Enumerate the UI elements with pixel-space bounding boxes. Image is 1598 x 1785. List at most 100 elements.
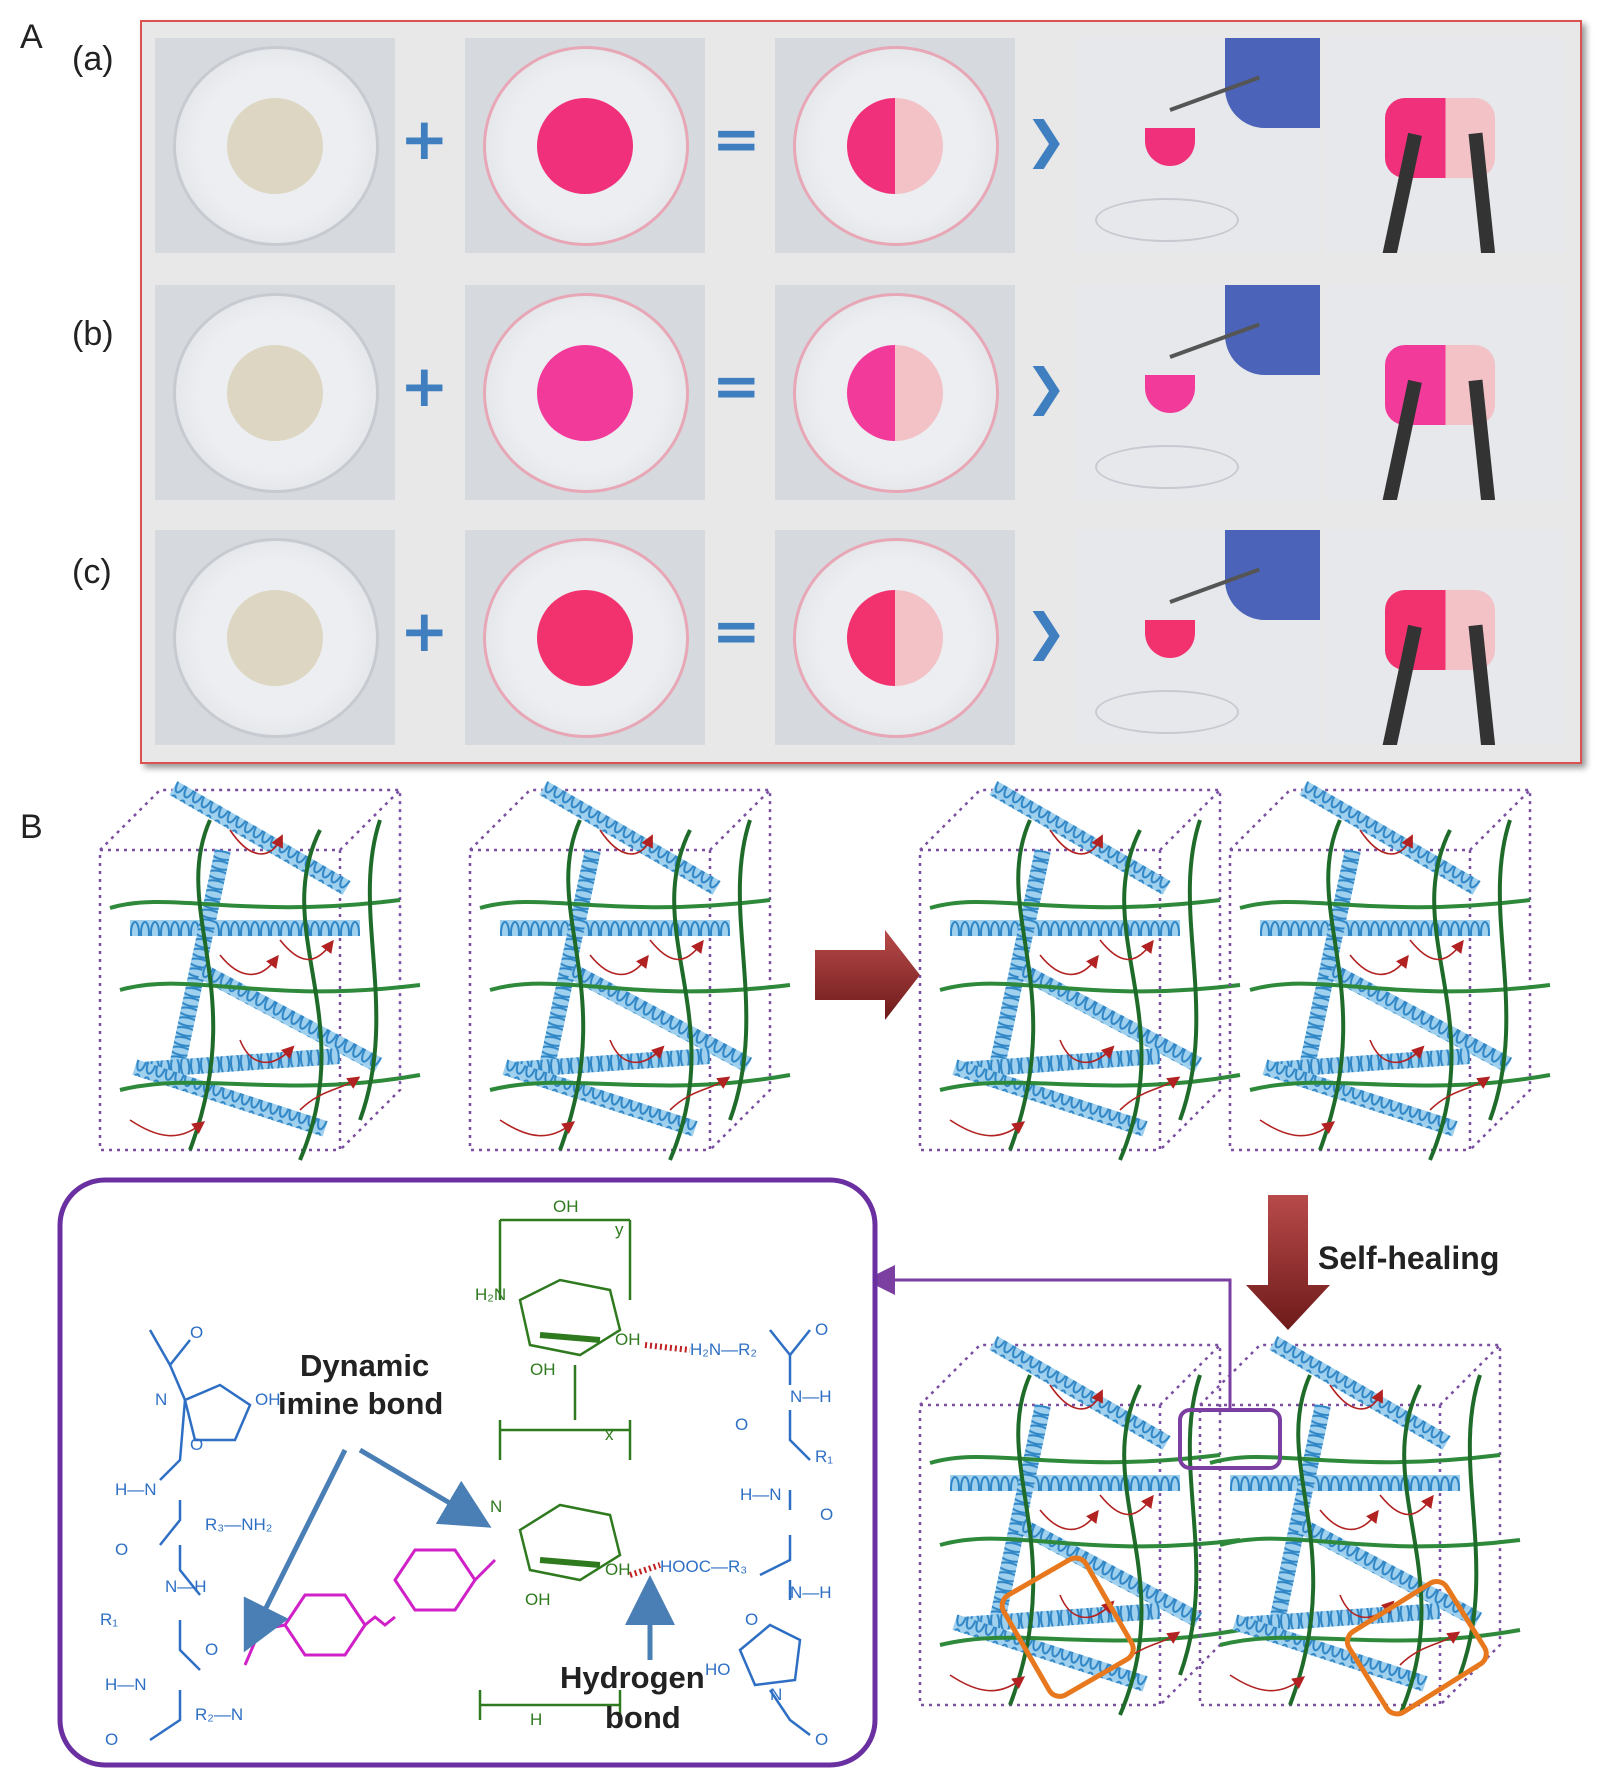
hydrogel-disc xyxy=(537,589,633,686)
network-block-5 xyxy=(920,1336,1240,1715)
label-ho-right: HO xyxy=(705,1660,731,1679)
label-o-left5: O xyxy=(105,1730,118,1749)
label-oh-top: OH xyxy=(553,1197,579,1216)
label-o-right4: O xyxy=(745,1610,758,1629)
label-oh-low: OH xyxy=(605,1560,631,1579)
chevron-operator-icon: ❯ xyxy=(1025,357,1067,416)
photo-row2-col4 xyxy=(1075,285,1320,500)
lifted-hydrogel xyxy=(1145,375,1195,413)
photo-row3-col1 xyxy=(155,530,395,745)
label-o-left4: O xyxy=(205,1640,218,1659)
photo-row3-col4 xyxy=(1075,530,1320,745)
plus-operator-icon: + xyxy=(400,104,449,173)
label-n-ring-right: N xyxy=(770,1685,782,1704)
imine-highlight-box-1 xyxy=(999,1555,1136,1699)
petri-dish xyxy=(483,46,689,246)
label-o-left3: O xyxy=(115,1540,128,1559)
label-hn-left2: H—N xyxy=(105,1675,147,1694)
hydrogel-disc xyxy=(537,97,633,194)
label-r1-left: R₁ xyxy=(100,1610,118,1629)
label-nh-left: N—H xyxy=(165,1577,207,1596)
network-diagram: OH y H₂N OH OH x N OH OH H H₂N—R₂ O N—H … xyxy=(57,770,1598,1768)
label-nh-right1: N—H xyxy=(790,1387,832,1406)
dynamic-imine-label-line1: Dynamic xyxy=(300,1348,430,1383)
imine-highlight-box-2 xyxy=(1344,1578,1489,1717)
hbond-mark-2 xyxy=(629,1562,661,1578)
label-o-right2: O xyxy=(735,1415,748,1434)
label-oh-sugar-bottom: OH xyxy=(525,1590,551,1609)
network-block-1 xyxy=(100,781,420,1160)
row-label-b: (b) xyxy=(72,315,114,353)
label-r3-nh2: R₃—NH₂ xyxy=(205,1515,272,1534)
hydrogel-disc xyxy=(227,589,323,686)
label-r1-right: R₁ xyxy=(815,1447,833,1466)
network-block-4 xyxy=(1230,781,1550,1160)
hydrogen-bond-label-line2: bond xyxy=(605,1700,681,1735)
label-oh-hbond: OH xyxy=(615,1330,641,1349)
photo-row1-col2 xyxy=(465,38,705,253)
lifted-hydrogel xyxy=(1145,128,1195,166)
photo-row3-col2 xyxy=(465,530,705,745)
label-h2n-sugar: H₂N xyxy=(475,1285,506,1304)
down-arrow-icon xyxy=(1246,1195,1330,1330)
hydrogel-disc xyxy=(847,97,943,194)
hydrogel-disc xyxy=(847,589,943,686)
empty-dish xyxy=(1095,690,1239,734)
network-block-2 xyxy=(470,781,790,1160)
lifted-hydrogel xyxy=(1145,620,1195,658)
imine-arrow-left xyxy=(243,1448,348,1653)
empty-dish xyxy=(1095,445,1239,489)
photo-row2-col1 xyxy=(155,285,395,500)
photo-row1-col1 xyxy=(155,38,395,253)
label-x: x xyxy=(605,1425,614,1444)
dynamic-imine-label-line2: imine bond xyxy=(278,1386,444,1421)
label-hn-left1: H—N xyxy=(115,1480,157,1499)
hydrogel-disc xyxy=(847,344,943,441)
photo-row3-col3 xyxy=(775,530,1015,745)
imine-arrow-right xyxy=(358,1447,492,1528)
photo-row1-col4 xyxy=(1075,38,1320,253)
right-arrow-icon xyxy=(815,930,920,1020)
plus-operator-icon: + xyxy=(400,351,449,420)
label-o-left-top: O xyxy=(190,1323,203,1342)
self-healing-label: Self-healing xyxy=(1318,1240,1500,1276)
photo-row1-col5 xyxy=(1325,38,1565,253)
peptide-right-structure xyxy=(738,1329,811,1736)
peptide-left-structure xyxy=(148,1329,252,1742)
plus-operator-icon: + xyxy=(400,596,449,665)
label-n-ring-left: N xyxy=(155,1390,167,1409)
label-h2n-r2: H₂N—R₂ xyxy=(690,1340,757,1359)
equals-operator-icon: = xyxy=(712,104,761,173)
label-n-imine: N xyxy=(490,1497,502,1516)
photo-row2-col2 xyxy=(465,285,705,500)
zoom-connector xyxy=(865,1265,1232,1410)
chitosan-structure xyxy=(478,1218,632,1720)
photo-row3-col5 xyxy=(1325,530,1565,745)
hydrogel-disc xyxy=(227,97,323,194)
label-o-right3: O xyxy=(820,1505,833,1524)
chevron-operator-icon: ❯ xyxy=(1025,602,1067,661)
label-o-left2: O xyxy=(190,1435,203,1454)
label-h-bottom: H xyxy=(530,1710,542,1729)
label-oh-sugar1: OH xyxy=(530,1360,556,1379)
label-hooc-r3: HOOC—R₃ xyxy=(660,1557,747,1576)
label-o-right1: O xyxy=(815,1320,828,1339)
photo-row1-col3 xyxy=(775,38,1015,253)
photo-row2-col3 xyxy=(775,285,1015,500)
label-oh-ring-left: OH xyxy=(255,1390,281,1409)
photo-row2-col5 xyxy=(1325,285,1565,500)
hydrogel-disc xyxy=(537,344,633,441)
hydrogen-bond-label-line1: Hydrogen xyxy=(560,1660,705,1695)
label-y: y xyxy=(615,1220,624,1239)
chevron-operator-icon: ❯ xyxy=(1025,110,1067,169)
panel-label-a: A xyxy=(20,18,43,56)
equals-operator-icon: = xyxy=(712,596,761,665)
network-block-3 xyxy=(920,781,1240,1160)
label-hn-right: H—N xyxy=(740,1485,782,1504)
empty-dish xyxy=(1095,198,1239,242)
equals-operator-icon: = xyxy=(712,351,761,420)
network-block-6 xyxy=(1200,1336,1520,1715)
row-label-c: (c) xyxy=(72,553,112,591)
hydrogel-disc xyxy=(227,344,323,441)
label-r2-n: R₂—N xyxy=(195,1705,243,1724)
